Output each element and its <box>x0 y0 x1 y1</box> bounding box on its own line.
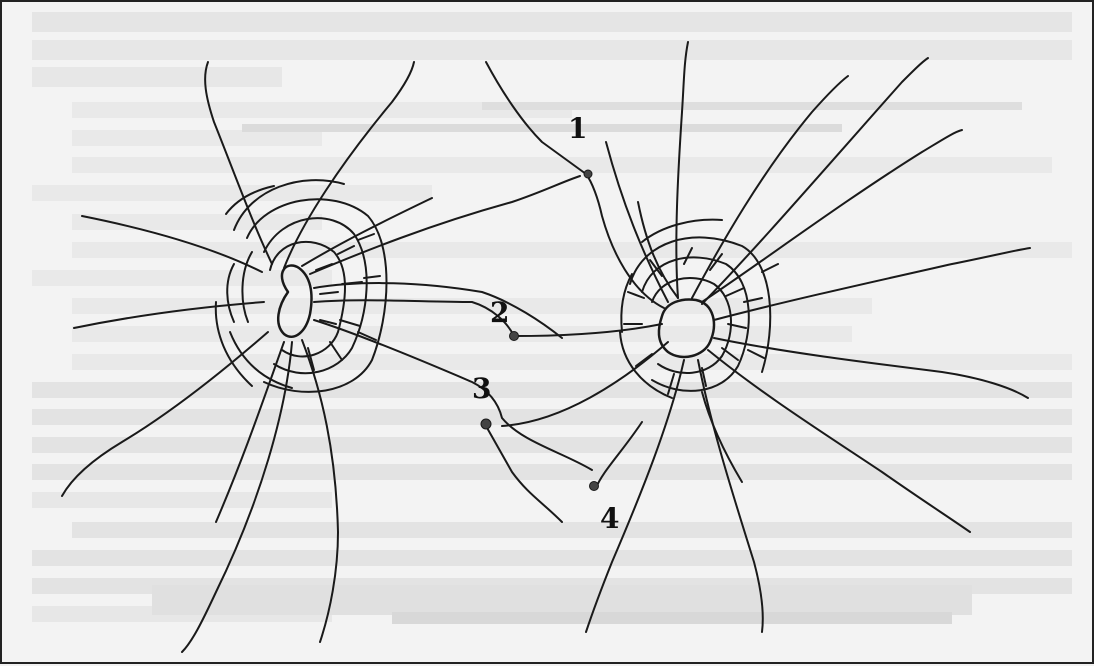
point-1-dot <box>584 170 592 178</box>
label-2: 2 <box>490 296 509 329</box>
point-4-dot <box>590 482 599 491</box>
label-3: 3 <box>472 372 491 405</box>
label-4: 4 <box>600 502 619 535</box>
point-3-dot <box>481 419 491 429</box>
bleed-through-text <box>32 12 1072 624</box>
label-1: 1 <box>568 112 587 145</box>
point-2-dot <box>510 332 519 341</box>
